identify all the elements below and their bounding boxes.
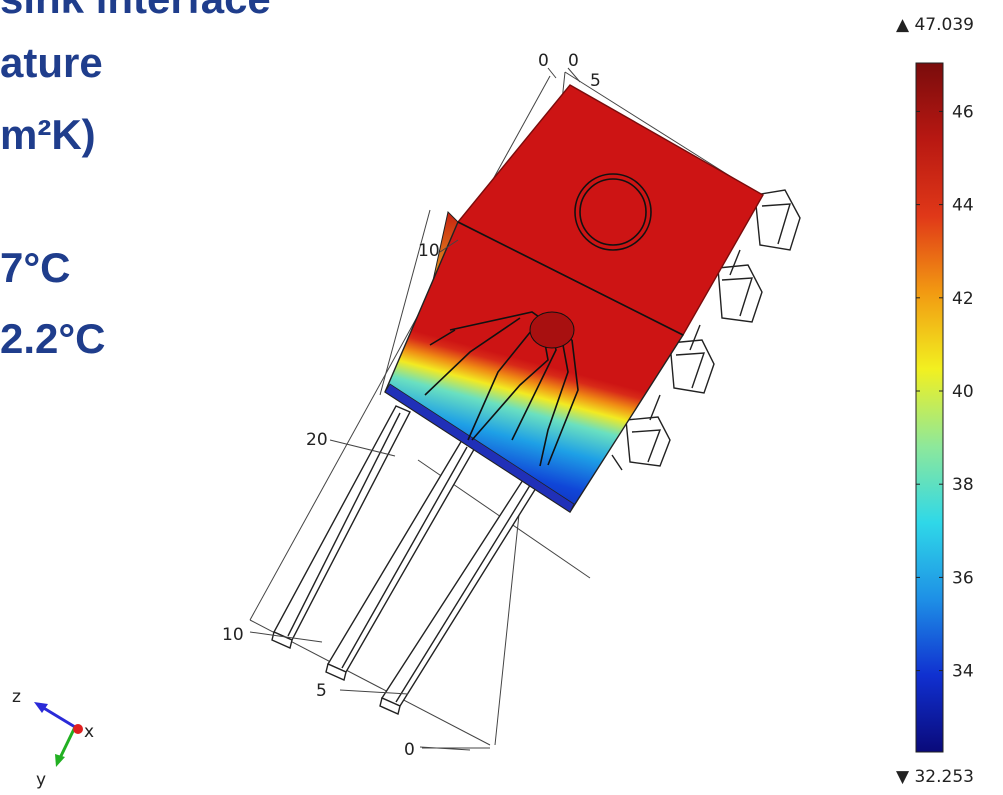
component-leads (271, 405, 548, 715)
colorbar-tick-label: 38 (952, 475, 974, 495)
tick-label-bottom-10: 10 (222, 625, 244, 645)
colorbar-tick-label: 40 (952, 382, 974, 402)
triad-x-label: x (84, 722, 94, 742)
tick-label-top-a: 0 (538, 51, 549, 71)
colorbar-tick-label: 34 (952, 662, 974, 682)
temperature-colorbar: 46 44 42 40 38 36 34 ▲ 47.039 ▼ 32.253 (896, 15, 974, 787)
colorbar-max-label: ▲ 47.039 (896, 15, 974, 35)
heatsink-fins (611, 189, 801, 471)
tick-label-10: 10 (418, 241, 440, 261)
colorbar-tick-label: 36 (952, 568, 974, 588)
triad-z-label: z (12, 687, 21, 707)
axis-ticks (249, 67, 581, 751)
colorbar-ticks: 46 44 42 40 38 36 34 (916, 102, 974, 682)
orientation-triad: z x y (12, 687, 94, 790)
triad-y-label: y (36, 770, 46, 790)
tick-label-bottom-0: 0 (404, 740, 415, 760)
colorbar-tick-label: 44 (952, 196, 974, 216)
die-pad (529, 311, 575, 349)
slide-heading-line-1: sink interface (0, 0, 271, 20)
tick-label-20: 20 (306, 430, 328, 450)
body-bottom-edge (384, 383, 575, 513)
max-temperature-text: 7°C (0, 244, 71, 291)
colorbar-min-label: ▼ 32.253 (896, 767, 974, 787)
colorbar-tick-label: 42 (952, 289, 974, 309)
min-temperature-text: 2.2°C (0, 315, 106, 362)
slide-heading-line-2: ature (0, 39, 103, 86)
tick-label-bottom-5: 5 (316, 681, 327, 701)
colorbar-tick-label: 46 (952, 102, 974, 122)
tick-label-top-b: 0 (568, 51, 579, 71)
mounting-hole (574, 173, 652, 251)
tick-label-top-c: 5 (590, 71, 601, 91)
slide-heading-line-3: m²K) (0, 111, 96, 158)
colorbar-fill (915, 62, 944, 753)
